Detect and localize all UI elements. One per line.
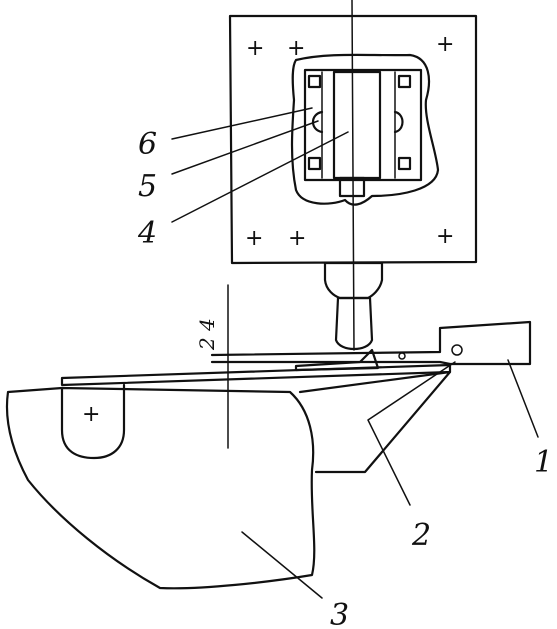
housing-screw-3: + (436, 32, 454, 57)
label-5: 5 (138, 169, 157, 204)
leader-4 (171, 131, 349, 223)
inner-cutout (290, 53, 440, 206)
housing-screw-2: + (287, 36, 305, 61)
label-dim: 2 4 (195, 318, 219, 351)
leader-6 (171, 107, 313, 140)
upper-housing (228, 14, 478, 265)
part-2-wedge (298, 370, 452, 474)
race-bottom-left (307, 156, 322, 171)
label-6: 6 (138, 127, 157, 162)
ball-left (311, 110, 324, 134)
leader-1 (507, 359, 539, 438)
small-hole (398, 352, 406, 360)
housing-screw-1: + (246, 36, 264, 61)
pin-cross: + (82, 402, 100, 427)
race-top-left (307, 74, 322, 89)
ball-right (393, 110, 404, 134)
race-bottom-right (397, 156, 412, 171)
housing-screw-5: + (288, 226, 306, 251)
center-axis (351, 0, 355, 351)
locating-pin (60, 383, 126, 460)
part-1-bracket (210, 320, 532, 366)
leader-2 (367, 361, 456, 506)
leader-3 (241, 531, 323, 599)
housing-screw-4: + (245, 226, 263, 251)
base-plate (60, 363, 452, 387)
shaft-core (332, 70, 382, 180)
race-top-right (397, 74, 412, 89)
pivot-hole (451, 344, 463, 356)
part-3-body (5, 386, 316, 590)
label-1: 1 (534, 445, 553, 480)
housing-screw-6: + (436, 224, 454, 249)
label-3: 3 (330, 598, 349, 629)
label-2: 2 (411, 518, 431, 553)
shaft-tip (338, 176, 366, 198)
label-4: 4 (137, 216, 157, 251)
spindle-tip (334, 296, 374, 351)
leader-5 (171, 120, 319, 175)
